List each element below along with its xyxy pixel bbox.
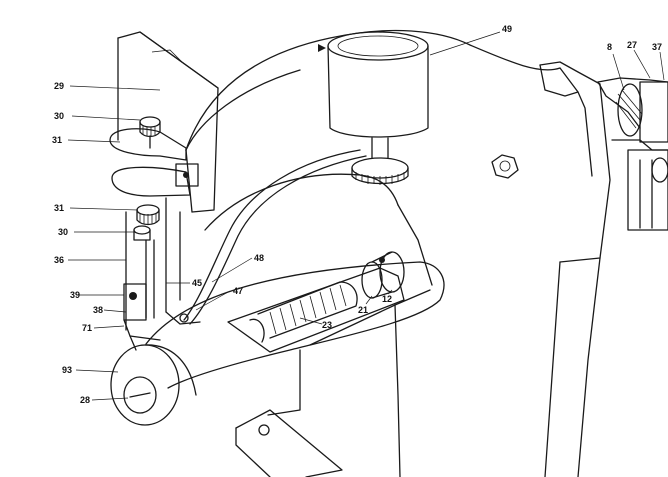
callout-21: 21 <box>358 305 368 315</box>
callout-29: 29 <box>54 81 64 91</box>
machine-arm <box>185 29 611 477</box>
callout-47: 47 <box>233 286 243 296</box>
horn-shaft <box>145 251 445 389</box>
upper-clamp <box>109 116 199 197</box>
callout-12: 12 <box>382 294 392 304</box>
callout-39: 39 <box>70 290 80 300</box>
base-bracket <box>235 409 343 477</box>
callout-27: 27 <box>627 40 637 50</box>
presser-plate <box>117 31 219 213</box>
callout-23: 23 <box>322 320 332 330</box>
thread-tubes <box>165 149 367 325</box>
handwheel-assembly <box>597 77 668 231</box>
callout-71: 71 <box>82 323 92 333</box>
thread-spool <box>318 31 429 185</box>
callout-31-lower: 31 <box>54 203 64 213</box>
callout-30-lower: 30 <box>58 227 68 237</box>
leader-lines <box>67 31 665 401</box>
callout-labels: 49 8 27 37 29 30 31 31 30 36 48 45 47 39… <box>52 24 662 405</box>
front-cap <box>110 344 197 426</box>
callout-31-upper: 31 <box>52 135 62 145</box>
needle-bar <box>125 197 181 331</box>
hex-nut <box>491 154 519 179</box>
callout-8: 8 <box>607 42 612 52</box>
callout-28: 28 <box>80 395 90 405</box>
callout-49: 49 <box>502 24 512 34</box>
callout-36: 36 <box>54 255 64 265</box>
callout-37: 37 <box>652 42 662 52</box>
callout-93: 93 <box>62 365 72 375</box>
callout-48: 48 <box>254 253 264 263</box>
callout-45: 45 <box>192 278 202 288</box>
callout-38: 38 <box>93 305 103 315</box>
callout-30-upper: 30 <box>54 111 64 121</box>
